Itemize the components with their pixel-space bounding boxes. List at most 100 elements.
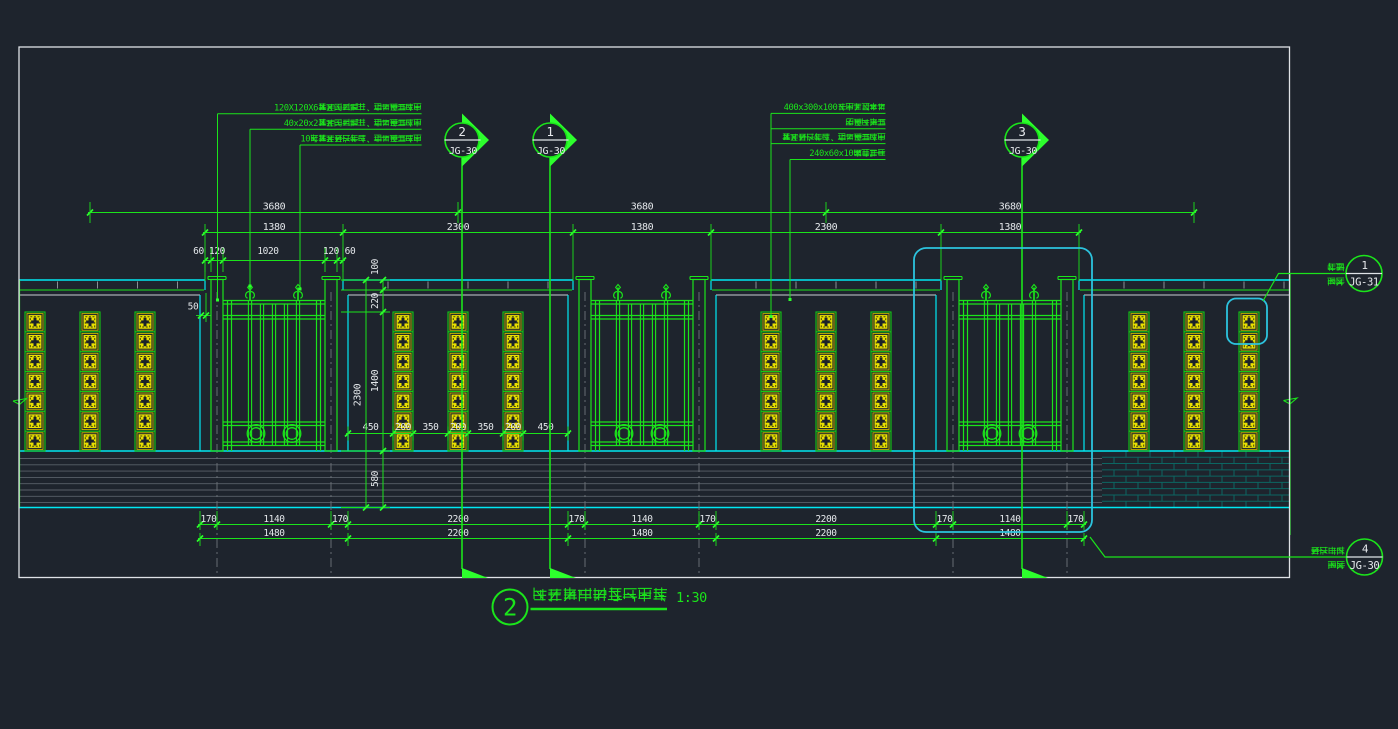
svg-text:170: 170 (1068, 514, 1085, 525)
callout-label (1311, 546, 1345, 555)
svg-text:2200: 2200 (447, 514, 469, 525)
dim-text: 1480 (263, 528, 285, 539)
fence-section (575, 275, 709, 452)
title-scale: 1:30 (676, 590, 708, 606)
dim-text: 2300 (447, 222, 470, 233)
section-sheet: JG-30 (537, 146, 566, 157)
fence-post (943, 275, 963, 452)
section-sheet: JG-30 (1009, 146, 1038, 157)
dim-text: 170 (937, 514, 954, 525)
svg-text:100: 100 (370, 258, 381, 275)
title-number: 2 (503, 594, 517, 622)
svg-text:580: 580 (370, 470, 381, 487)
viewport-frame (18, 46, 1291, 579)
dim-text: 3680 (631, 202, 654, 213)
dim-text: 200 (395, 422, 412, 433)
callout-number: 4 (1362, 542, 1369, 555)
material-note: 40x20x2 (284, 118, 422, 129)
svg-text:170: 170 (569, 514, 586, 525)
svg-text:2200: 2200 (815, 514, 837, 525)
section-number: 1 (546, 124, 554, 139)
dim-cap-overhang: 50 (188, 293, 211, 322)
svg-text:JG-30: JG-30 (449, 146, 477, 157)
svg-text:2: 2 (503, 594, 517, 622)
brick-base (1102, 451, 1290, 508)
svg-text:40x20x2: 40x20x2 (284, 119, 318, 129)
section-marker: 1JG-30 (532, 113, 577, 578)
dim-text: 200 (505, 422, 522, 433)
svg-text:10: 10 (300, 135, 310, 145)
svg-text:1140: 1140 (631, 514, 653, 525)
svg-text:240x60x10: 240x60x10 (809, 149, 853, 159)
svg-text:JG-30: JG-30 (1009, 146, 1037, 157)
svg-text:450: 450 (363, 422, 380, 433)
dim-text: 1400 (370, 369, 381, 392)
svg-text:200: 200 (395, 422, 412, 433)
fence-post (1057, 275, 1077, 452)
svg-text:1480: 1480 (263, 528, 285, 539)
dim-text: 3680 (263, 202, 286, 213)
lattice-panel (1238, 311, 1260, 452)
dim-text: 100 (370, 258, 381, 275)
svg-text:350: 350 (423, 422, 440, 433)
dim-text: 450 (538, 422, 555, 433)
dim-text: 1480 (999, 528, 1021, 539)
material-note: 240x60x10 (809, 149, 886, 159)
svg-text:220: 220 (370, 292, 381, 309)
dim-text: 2200 (447, 514, 469, 525)
svg-text:170: 170 (201, 514, 218, 525)
svg-text:JG-30: JG-30 (537, 146, 565, 157)
svg-text:60: 60 (193, 246, 204, 257)
svg-text:2300: 2300 (353, 383, 364, 406)
svg-text:350: 350 (478, 422, 495, 433)
callout-sheet: JG-30 (1350, 560, 1380, 572)
svg-text:170: 170 (332, 514, 349, 525)
lattice-panel (392, 311, 414, 452)
svg-text:1140: 1140 (999, 514, 1021, 525)
svg-text:1400: 1400 (370, 369, 381, 392)
drawing-title: 2 1:30 (491, 587, 708, 626)
material-note: 120X120X6 (274, 103, 422, 113)
dim-text: 2300 (353, 383, 364, 406)
svg-text:200: 200 (450, 422, 467, 433)
dim-text: 450 (363, 422, 380, 433)
wall-segment (19, 279, 206, 452)
dim-text: 170 (1068, 514, 1085, 525)
fence-post (575, 275, 595, 452)
svg-text:1480: 1480 (631, 528, 653, 539)
svg-text:3680: 3680 (631, 202, 654, 213)
callout-label (1327, 262, 1345, 272)
section-marker: 3JG-30 (1004, 113, 1049, 578)
dim-text: 120 (323, 246, 340, 257)
dim-text: 580 (370, 470, 381, 487)
wall-segment (1078, 279, 1290, 452)
svg-text:3: 3 (1018, 124, 1025, 139)
title-text (533, 587, 667, 602)
svg-text:170: 170 (937, 514, 954, 525)
svg-text:2: 2 (458, 124, 465, 139)
fence-section (943, 275, 1077, 452)
dim-text: 350 (423, 422, 440, 433)
dim-text: 350 (478, 422, 495, 433)
svg-text:120X120X6: 120X120X6 (274, 103, 318, 113)
dim-text: 1380 (631, 222, 654, 233)
svg-text:JG-30: JG-30 (1350, 560, 1380, 572)
svg-text:1480: 1480 (999, 528, 1021, 539)
section-sheet: JG-30 (449, 146, 478, 157)
svg-text:1380: 1380 (631, 222, 654, 233)
dim-text: 50 (188, 301, 200, 312)
lattice-panel (870, 311, 892, 452)
dim-text: 60 (193, 246, 205, 257)
svg-text:2200: 2200 (815, 528, 837, 539)
dim-text: 220 (370, 292, 381, 309)
svg-text:450: 450 (538, 422, 555, 433)
dim-vertical-stack: 2300 100 220 1400 580 (341, 258, 390, 512)
svg-text:1:30: 1:30 (676, 590, 707, 606)
svg-text:3680: 3680 (263, 202, 286, 213)
material-notes-left: 120X120X6 40x20x2 10 (216, 103, 422, 302)
dim-text: 60 (345, 246, 357, 257)
